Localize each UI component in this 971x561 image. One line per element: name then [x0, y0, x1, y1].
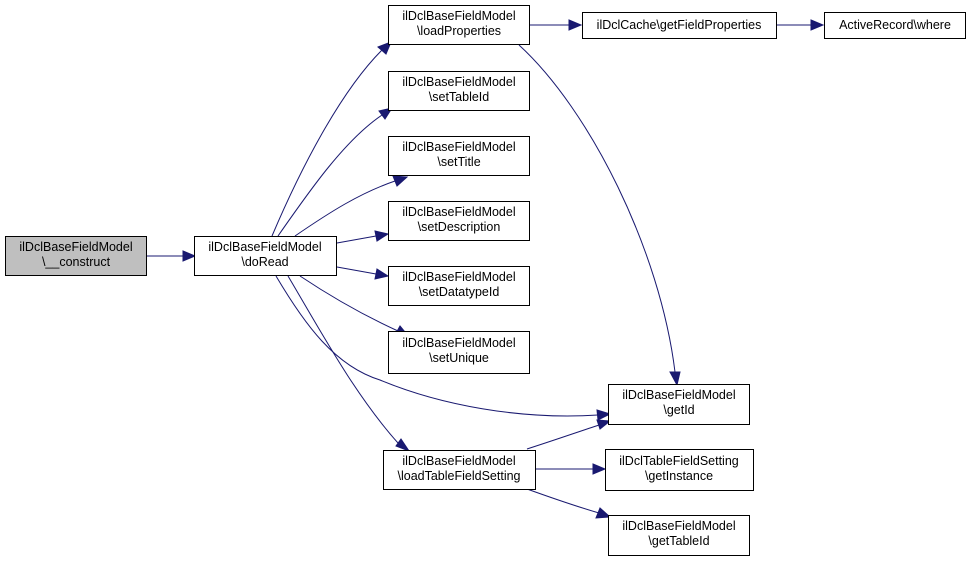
node-doRead[interactable]: ilDclBaseFieldModel \doRead [194, 236, 337, 276]
edge-construct-doRead [147, 250, 197, 262]
edge-doRead-setDescription [336, 230, 390, 244]
node-where[interactable]: ActiveRecord\where [824, 12, 966, 39]
edge-doRead-setDatatypeId [336, 266, 390, 280]
edge-loadProperties-getId [518, 44, 681, 387]
svg-text:ilDclBaseFieldModel: ilDclBaseFieldModel [402, 454, 515, 468]
svg-text:\loadTableFieldSetting: \loadTableFieldSetting [398, 469, 521, 483]
node-getInstance[interactable]: ilDclTableFieldSetting \getInstance [605, 449, 754, 491]
svg-text:\getTableId: \getTableId [648, 534, 709, 548]
svg-text:ilDclTableFieldSetting: ilDclTableFieldSetting [619, 454, 739, 468]
edge-loadTableFieldSetting-getId [526, 419, 612, 450]
node-setTableId[interactable]: ilDclBaseFieldModel \setTableId [388, 71, 530, 111]
svg-text:\doRead: \doRead [241, 255, 288, 269]
svg-text:\setDescription: \setDescription [418, 220, 501, 234]
edge-doRead-loadProperties [271, 41, 392, 237]
svg-text:\__construct: \__construct [42, 255, 111, 269]
edge-doRead-setTitle [294, 175, 409, 237]
svg-text:ilDclCache\getFieldProperties: ilDclCache\getFieldProperties [597, 18, 762, 32]
svg-text:ilDclBaseFieldModel: ilDclBaseFieldModel [402, 140, 515, 154]
svg-text:ilDclBaseFieldModel: ilDclBaseFieldModel [208, 240, 321, 254]
edge-getFieldProperties-where [777, 19, 825, 31]
svg-text:\setUnique: \setUnique [429, 351, 489, 365]
svg-text:ilDclBaseFieldModel: ilDclBaseFieldModel [19, 240, 132, 254]
node-getTableId[interactable]: ilDclBaseFieldModel \getTableId [608, 515, 750, 556]
node-getId[interactable]: ilDclBaseFieldModel \getId [608, 384, 750, 425]
node-getFieldProperties[interactable]: ilDclCache\getFieldProperties [582, 12, 777, 39]
node-setDatatypeId[interactable]: ilDclBaseFieldModel \setDatatypeId [388, 266, 530, 306]
svg-text:ilDclBaseFieldModel: ilDclBaseFieldModel [622, 388, 735, 402]
node-setTitle[interactable]: ilDclBaseFieldModel \setTitle [388, 136, 530, 176]
edge-loadProperties-getFieldProperties [530, 19, 583, 31]
svg-text:ilDclBaseFieldModel: ilDclBaseFieldModel [402, 336, 515, 350]
svg-text:\getId: \getId [663, 403, 694, 417]
svg-text:ilDclBaseFieldModel: ilDclBaseFieldModel [402, 205, 515, 219]
svg-text:ActiveRecord\where: ActiveRecord\where [839, 18, 951, 32]
node-setDescription[interactable]: ilDclBaseFieldModel \setDescription [388, 201, 530, 241]
node-setUnique[interactable]: ilDclBaseFieldModel \setUnique [388, 331, 530, 374]
svg-text:\setDatatypeId: \setDatatypeId [419, 285, 500, 299]
node-loadProperties[interactable]: ilDclBaseFieldModel \loadProperties [388, 5, 530, 45]
svg-text:ilDclBaseFieldModel: ilDclBaseFieldModel [402, 75, 515, 89]
svg-text:ilDclBaseFieldModel: ilDclBaseFieldModel [402, 270, 515, 284]
edge-doRead-getId [275, 275, 612, 421]
edge-loadTableFieldSetting-getTableId [526, 488, 612, 519]
node-loadTableFieldSetting[interactable]: ilDclBaseFieldModel \loadTableFieldSetti… [383, 450, 536, 490]
svg-text:ilDclBaseFieldModel: ilDclBaseFieldModel [402, 9, 515, 23]
node-construct[interactable]: ilDclBaseFieldModel \__construct [5, 236, 147, 276]
svg-text:ilDclBaseFieldModel: ilDclBaseFieldModel [622, 519, 735, 533]
edge-loadTableFieldSetting-getInstance [536, 463, 607, 475]
edge-doRead-setTableId [277, 107, 394, 237]
svg-text:\loadProperties: \loadProperties [417, 24, 501, 38]
svg-text:\setTableId: \setTableId [429, 90, 490, 104]
edge-doRead-loadTableFieldSetting [287, 275, 411, 453]
svg-text:\getInstance: \getInstance [645, 469, 713, 483]
svg-text:\setTitle: \setTitle [437, 155, 480, 169]
